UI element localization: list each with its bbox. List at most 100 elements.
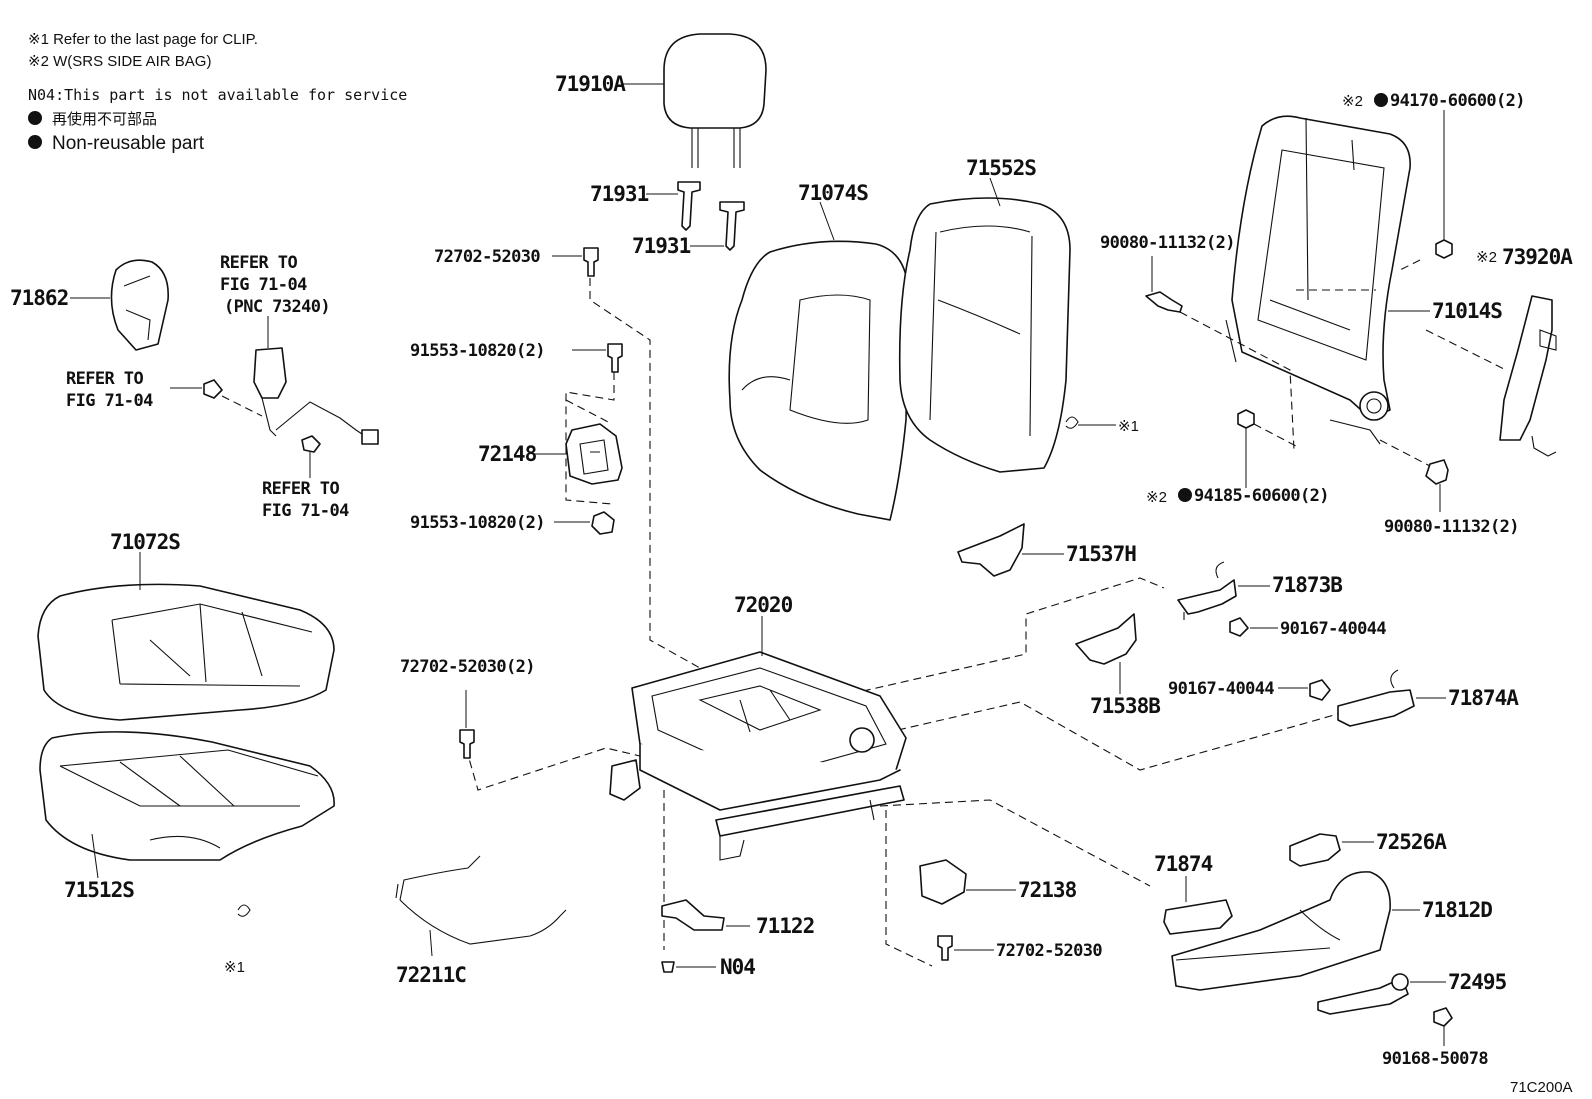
- label-71910A: 71910A: [555, 72, 626, 96]
- part-screw-90167-a[interactable]: 90167-40044: [1229, 617, 1387, 639]
- part-wire-72211C[interactable]: 72211C: [395, 855, 567, 987]
- refer-fig-label-c: FIG 71-04: [262, 501, 349, 521]
- label-72526A: 72526A: [1376, 830, 1447, 854]
- label-71874A: 71874A: [1448, 686, 1519, 710]
- refer-fig-label-b: FIG 71-04: [66, 391, 153, 411]
- part-headrest-support-b[interactable]: 71931: [632, 201, 745, 258]
- part-seat-cushion-pad[interactable]: 71512S: [39, 731, 335, 902]
- label-71122: 71122: [756, 914, 814, 938]
- refer-to-label-c: REFER TO: [262, 479, 339, 499]
- part-screw-90168[interactable]: 90168-50078: [1382, 1007, 1489, 1069]
- label-90167-40044-a: 90167-40044: [1280, 619, 1386, 639]
- label-n04: N04: [720, 955, 755, 979]
- label-71931-a: 71931: [590, 182, 649, 206]
- non-reusable-bullet-icon: [28, 111, 42, 125]
- label-90080-11132-b: 90080-11132(2): [1384, 517, 1519, 537]
- non-reusable-icon: [1178, 488, 1192, 502]
- part-71538B-cover[interactable]: 71538B: [1075, 613, 1161, 718]
- label-90080-11132-a: 90080-11132(2): [1100, 233, 1235, 253]
- part-bolt-90080-a[interactable]: 90080-11132(2): [1100, 233, 1235, 313]
- part-nut-94170[interactable]: ※2 94170-60600(2): [1342, 91, 1525, 259]
- connector-lines-back: [1179, 259, 1507, 467]
- label-71552S: 71552S: [966, 156, 1036, 180]
- label-72702-52030-c: 72702-52030: [996, 941, 1102, 961]
- part-71537H-cover[interactable]: 71537H: [957, 523, 1137, 577]
- part-side-airbag[interactable]: ※2 73920A: [1476, 245, 1574, 457]
- srs-mark-a: ※2: [1342, 93, 1363, 110]
- part-seatback-pad[interactable]: 71552S: [898, 156, 1071, 473]
- label-72138: 72138: [1018, 878, 1077, 902]
- non-reusable-bullet-icon: [28, 135, 42, 149]
- refer-pnc-label: (PNC 73240): [224, 297, 330, 317]
- label-90168-50078: 90168-50078: [1382, 1049, 1488, 1069]
- label-71537H: 71537H: [1066, 542, 1136, 566]
- part-refer-bolt-b[interactable]: REFER TO FIG 71-04: [262, 435, 350, 521]
- label-72211C: 72211C: [396, 963, 466, 987]
- note-srs-reference: ※2 W(SRS SIDE AIR BAG): [28, 53, 211, 70]
- label-73920A: 73920A: [1502, 245, 1573, 269]
- headrest-body: [663, 33, 767, 129]
- part-71812D-shield[interactable]: 71812D: [1171, 871, 1493, 991]
- part-seatback-cover[interactable]: 71074S: [728, 181, 909, 521]
- part-seat-adjuster[interactable]: 72020: [609, 593, 907, 861]
- part-screw-90167-b[interactable]: 90167-40044: [1168, 679, 1331, 701]
- part-seat-belt-buckle[interactable]: REFER TO FIG 71-04 (PNC 73240): [220, 253, 379, 445]
- part-bolt-72702-a[interactable]: 72702-52030: [434, 247, 599, 277]
- part-bolt-91553-b[interactable]: 91553-10820(2): [410, 511, 615, 535]
- label-71538B: 71538B: [1090, 694, 1160, 718]
- label-71074S: 71074S: [798, 181, 868, 205]
- part-bolt-72702-b[interactable]: 72702-52030(2): [400, 657, 535, 759]
- part-71873B-hinge-cover[interactable]: 71873B: [1177, 561, 1343, 620]
- label-71072S: 71072S: [110, 530, 180, 554]
- connector-lines-center: [465, 278, 1367, 967]
- part-bolt-90080-b[interactable]: 90080-11132(2): [1384, 459, 1519, 537]
- label-72702-52030-a: 72702-52030: [434, 247, 540, 267]
- clip-ref-mark-a: ※1: [1118, 418, 1139, 435]
- part-bolt-72702-c[interactable]: 72702-52030: [937, 935, 1103, 961]
- label-94185-60600: 94185-60600(2): [1194, 486, 1329, 506]
- label-71812D: 71812D: [1422, 898, 1492, 922]
- label-71014S: 71014S: [1432, 299, 1502, 323]
- part-72495-lever[interactable]: 72495: [1317, 970, 1508, 1015]
- part-71874-cover[interactable]: 71874: [1154, 852, 1233, 935]
- label-72495: 72495: [1448, 970, 1507, 994]
- note-non-reusable-en: Non-reusable part: [52, 133, 205, 154]
- label-91553-10820-b: 91553-10820(2): [410, 513, 545, 533]
- part-71862-cover[interactable]: 71862: [10, 259, 169, 351]
- part-bolt-91553-a[interactable]: 91553-10820(2): [410, 341, 623, 373]
- part-nut-94185[interactable]: ※2 94185-60600(2): [1146, 409, 1329, 506]
- part-71874A-hinge-cover[interactable]: 71874A: [1337, 669, 1520, 727]
- part-n04-screw[interactable]: N04: [661, 955, 756, 979]
- clip-marker-a[interactable]: ※1: [1065, 416, 1139, 435]
- label-72702-52030-b: 72702-52030(2): [400, 657, 535, 677]
- label-71874: 71874: [1154, 852, 1213, 876]
- srs-mark-b: ※2: [1476, 249, 1497, 266]
- label-71862: 71862: [10, 286, 68, 310]
- clip-ref-mark-b: ※1: [224, 959, 245, 976]
- part-bracket-72148[interactable]: 72148: [478, 423, 623, 485]
- clip-marker-b[interactable]: ※1: [224, 904, 251, 976]
- part-bracket-71122[interactable]: 71122: [661, 899, 815, 938]
- label-72148: 72148: [478, 442, 537, 466]
- refer-fig-label-a: FIG 71-04: [220, 275, 307, 295]
- refer-to-label-a: REFER TO: [220, 253, 297, 273]
- label-72020: 72020: [734, 593, 793, 617]
- figure-code: 71C200A: [1510, 1079, 1573, 1096]
- part-refer-bolt-a[interactable]: REFER TO FIG 71-04: [66, 369, 263, 417]
- note-clip-reference: ※1 Refer to the last page for CLIP.: [28, 31, 258, 48]
- srs-mark-c: ※2: [1146, 489, 1167, 506]
- non-reusable-icon: [1374, 93, 1388, 107]
- label-91553-10820-a: 91553-10820(2): [410, 341, 545, 361]
- label-71931-b: 71931: [632, 234, 691, 258]
- note-n04: N04:This part is not available for servi…: [28, 86, 407, 104]
- part-headrest-support-a[interactable]: 71931: [590, 181, 701, 231]
- part-seatback-frame[interactable]: 71014S: [1225, 115, 1503, 445]
- label-71873B: 71873B: [1272, 573, 1342, 597]
- part-seat-cushion-cover[interactable]: 71072S: [37, 530, 335, 721]
- part-headrest[interactable]: 71910A: [555, 33, 767, 168]
- refer-to-label-b: REFER TO: [66, 369, 143, 389]
- part-72526A-knob[interactable]: 72526A: [1289, 830, 1448, 867]
- part-bracket-72138[interactable]: 72138: [919, 859, 1078, 905]
- note-non-reusable-jp: 再使用不可部品: [52, 111, 157, 128]
